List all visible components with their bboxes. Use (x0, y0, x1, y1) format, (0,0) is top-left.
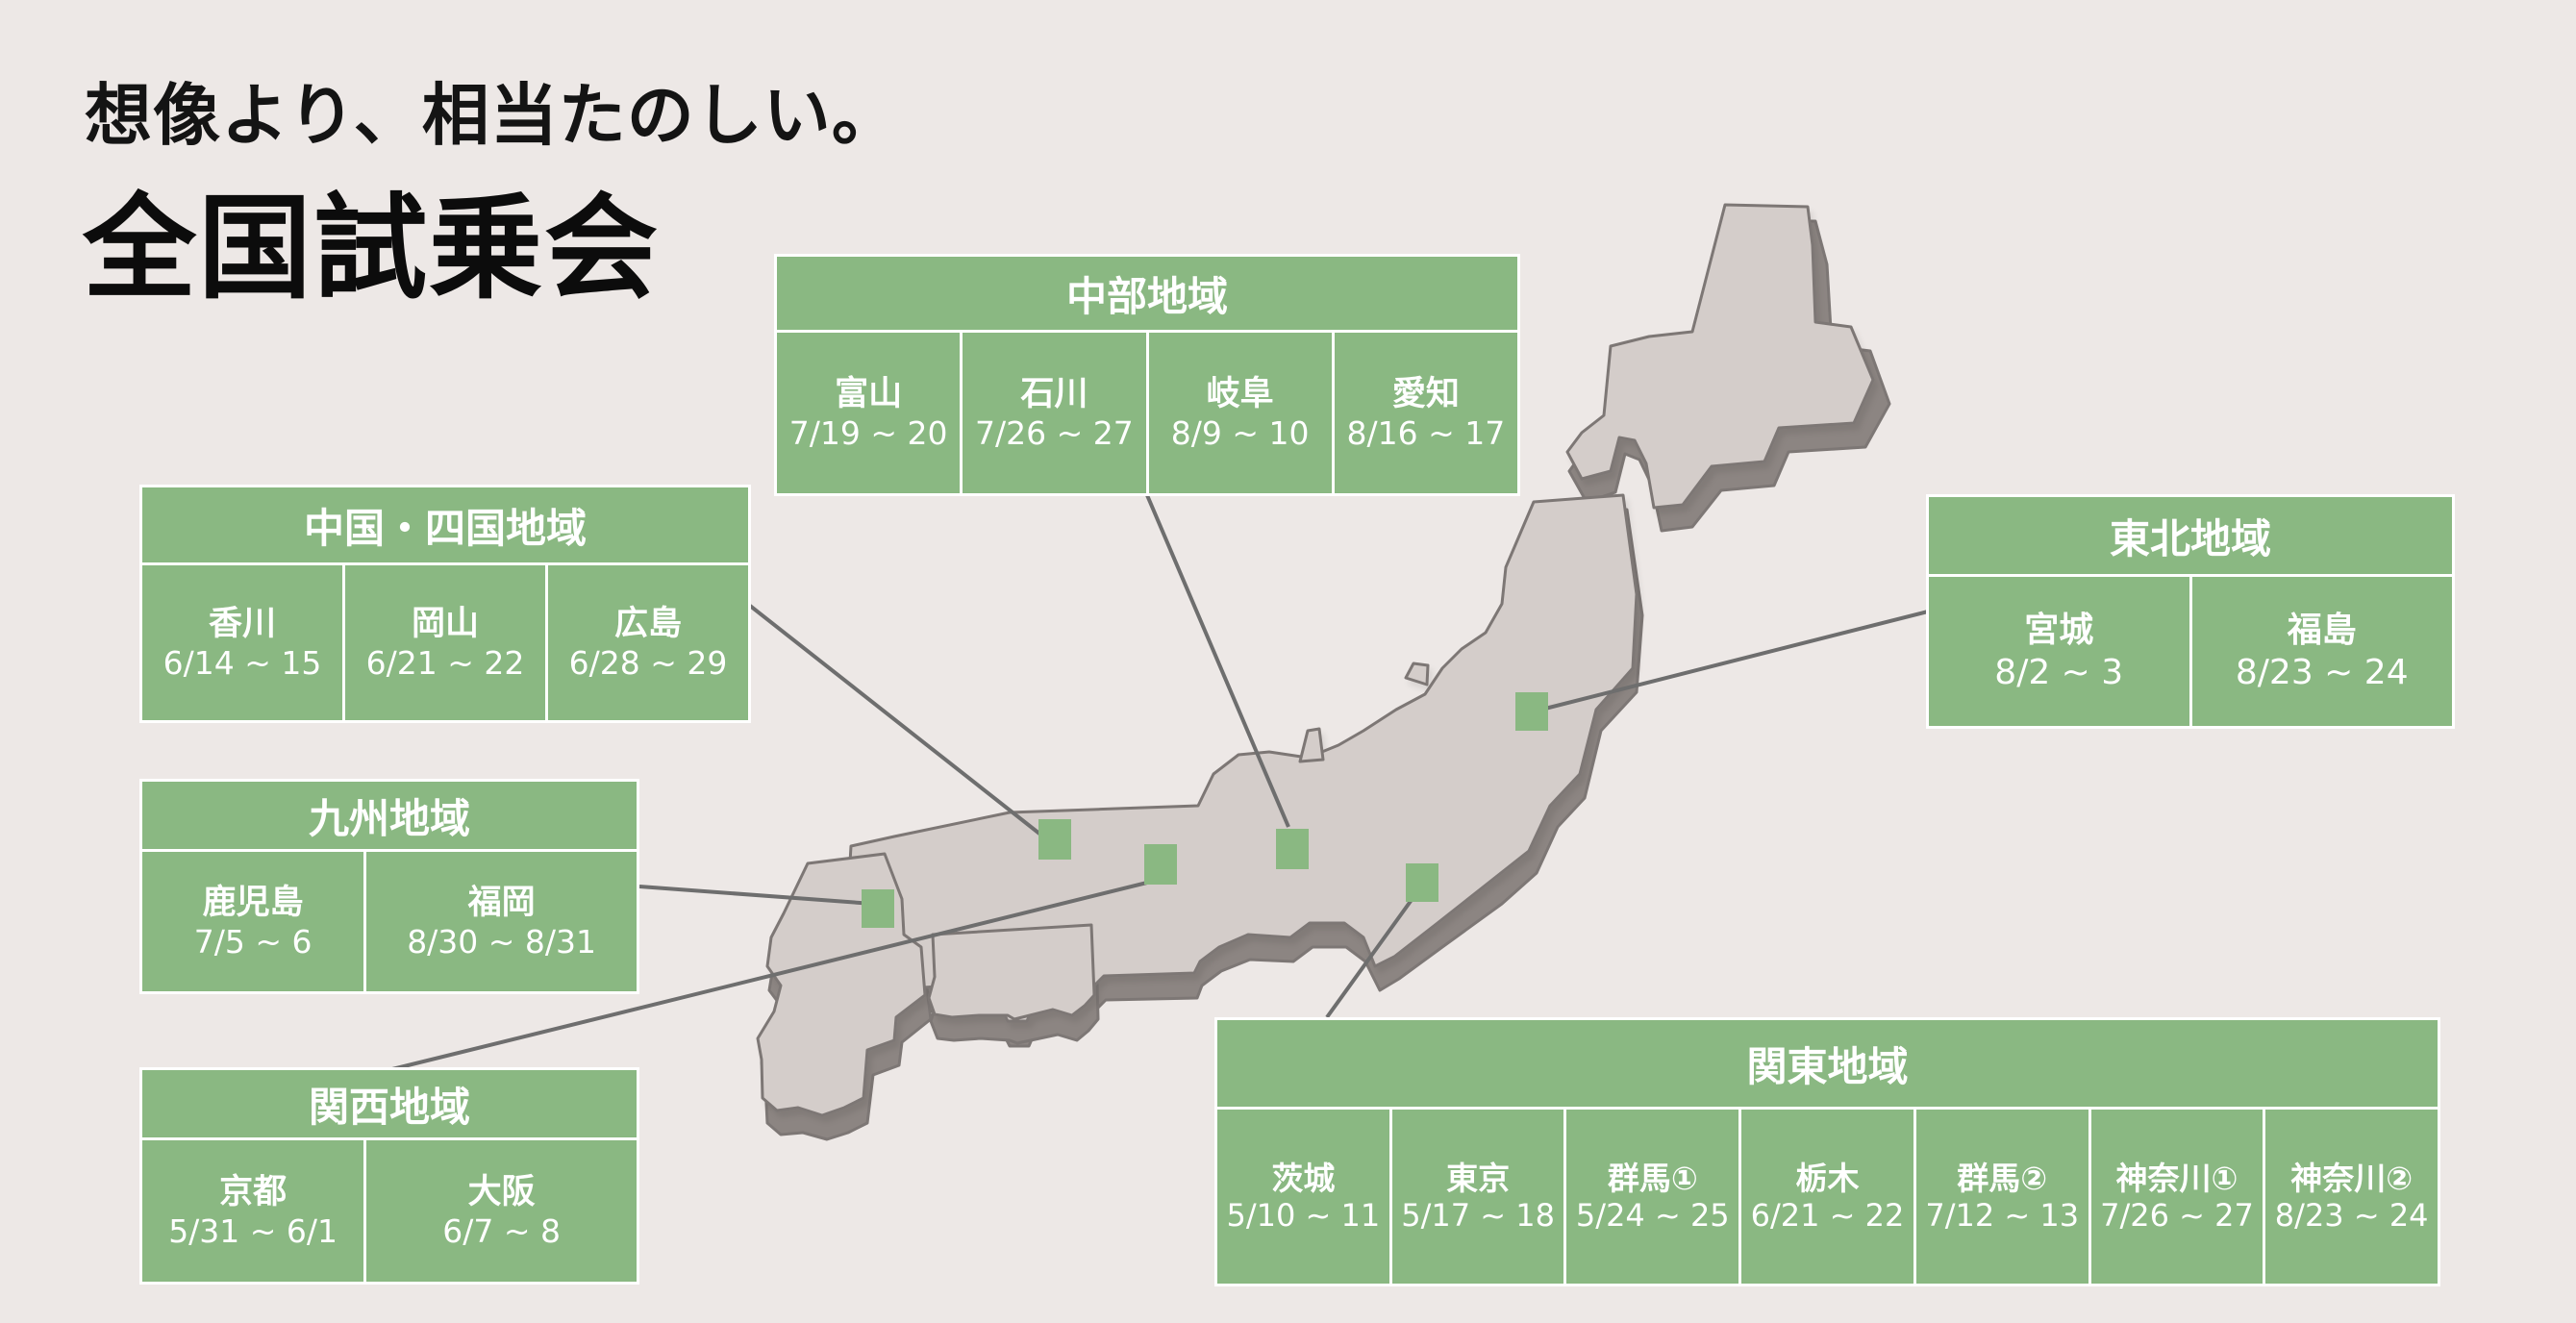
venue-name: 群馬① (1607, 1159, 1698, 1197)
venue-dates: 6/14 ~ 15 (163, 643, 322, 682)
venue-name: 福島 (2287, 611, 2357, 651)
venue-name: 広島 (613, 604, 682, 643)
venue-name: 愛知 (1391, 374, 1460, 413)
venue-dates: 8/23 ~ 24 (2235, 652, 2409, 692)
region-header-chugoku-shikoku: 中国・四国地域 (142, 487, 748, 562)
noto-peninsula (1298, 727, 1325, 763)
marker-kansai (1144, 844, 1177, 885)
region-header-kanto: 関東地域 (1217, 1020, 2438, 1107)
venue-dates: 6/21 ~ 22 (365, 643, 525, 682)
venue-dates: 8/23 ~ 24 (2274, 1197, 2429, 1235)
venue-name: 神奈川② (2290, 1159, 2413, 1197)
leader-tohoku (1533, 610, 1929, 713)
venue-name: 富山 (835, 374, 903, 413)
marker-kanto (1406, 863, 1438, 902)
venue-dates: 6/21 ~ 22 (1750, 1197, 1905, 1235)
venue-name: 石川 (1020, 374, 1088, 413)
marker-kyushu (862, 889, 894, 928)
kyushu-top (756, 852, 927, 1117)
venue-name: 大阪 (467, 1172, 536, 1211)
boso-peninsula (1404, 662, 1430, 686)
hokkaido-top (1565, 203, 1875, 510)
marker-tohoku (1515, 692, 1548, 731)
leader-chubu (1145, 494, 1290, 828)
venue-name: 鹿児島 (202, 883, 304, 922)
venue-dates: 5/17 ~ 18 (1401, 1197, 1555, 1235)
region-header-kansai: 関西地域 (142, 1070, 637, 1137)
venue-dates: 7/12 ~ 13 (1925, 1197, 2080, 1235)
venue-dates: 8/16 ~ 17 (1346, 413, 1506, 452)
venue-name: 栃木 (1795, 1159, 1860, 1197)
venue-name: 岐阜 (1206, 374, 1274, 413)
shikoku-top (927, 923, 1096, 1021)
venue-dates: 7/5 ~ 6 (193, 922, 313, 961)
venue-dates: 6/7 ~ 8 (442, 1211, 561, 1250)
venue-dates: 5/10 ~ 11 (1226, 1197, 1381, 1235)
region-header-chubu: 中部地域 (777, 257, 1517, 330)
venue-dates: 5/31 ~ 6/1 (168, 1211, 338, 1250)
venue-name: 京都 (219, 1172, 288, 1211)
venue-dates: 7/26 ~ 27 (975, 413, 1134, 452)
marker-chugoku-shikoku (1038, 819, 1071, 860)
venue-dates: 8/30 ~ 8/31 (407, 922, 597, 961)
region-header-kyushu: 九州地域 (142, 782, 637, 849)
venue-name: 群馬② (1957, 1159, 2048, 1197)
venue-dates: 6/28 ~ 29 (568, 643, 728, 682)
leader-kanto (1325, 885, 1423, 1019)
venue-dates: 7/19 ~ 20 (788, 413, 948, 452)
region-header-tohoku: 東北地域 (1929, 497, 2452, 574)
venue-name: 茨城 (1271, 1159, 1336, 1197)
leader-kansai (391, 878, 1160, 1071)
venue-dates: 8/2 ~ 3 (1994, 652, 2124, 692)
venue-dates: 7/26 ~ 27 (2100, 1197, 2254, 1235)
venue-name: 岡山 (411, 604, 479, 643)
venue-name: 香川 (208, 604, 276, 643)
leader-kyushu (638, 885, 874, 906)
venue-name: 宮城 (2024, 611, 2094, 651)
venue-name: 神奈川① (2115, 1159, 2238, 1197)
venue-dates: 8/9 ~ 10 (1170, 413, 1310, 452)
venue-dates: 5/24 ~ 25 (1575, 1197, 1730, 1235)
venue-name: 東京 (1446, 1159, 1511, 1197)
marker-chubu (1276, 829, 1309, 869)
leader-chugoku-shikoku (748, 604, 1055, 846)
venue-name: 福岡 (467, 883, 536, 922)
page-title: 全国試乗会 (83, 182, 661, 314)
subtitle: 想像より、相当たのしい。 (85, 76, 900, 155)
